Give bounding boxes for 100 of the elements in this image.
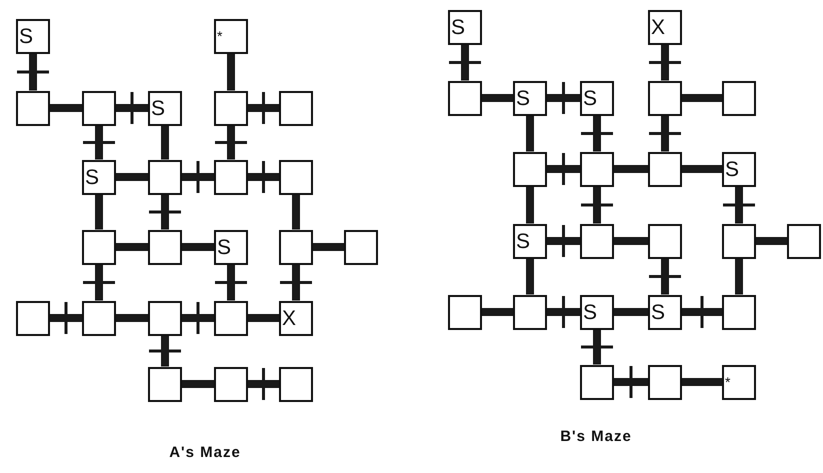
cell-mark: X bbox=[651, 16, 666, 38]
corridor bbox=[116, 173, 148, 181]
cell-mark: S bbox=[451, 16, 466, 38]
maze-caption: A's Maze bbox=[169, 444, 241, 461]
corridor bbox=[248, 161, 279, 193]
cell-mark: S bbox=[217, 236, 232, 258]
maze-cell bbox=[722, 224, 756, 258]
corridor bbox=[248, 314, 279, 322]
corridor bbox=[449, 44, 481, 80]
corridor bbox=[649, 258, 681, 294]
corridor bbox=[614, 366, 648, 398]
maze-cell bbox=[214, 230, 248, 264]
maze-cell bbox=[148, 160, 182, 194]
corridor bbox=[227, 54, 235, 90]
cell-mark: S bbox=[85, 166, 100, 188]
maze-cell bbox=[513, 80, 547, 116]
maze-cell bbox=[344, 230, 378, 264]
maze-cell bbox=[580, 224, 614, 258]
maze-cell bbox=[648, 80, 682, 116]
corridor bbox=[482, 308, 513, 316]
maze-cell bbox=[787, 224, 821, 258]
corridor bbox=[95, 194, 103, 230]
corridor bbox=[526, 186, 534, 224]
maze-cell bbox=[16, 18, 50, 54]
corridor bbox=[50, 104, 82, 112]
corridor bbox=[547, 225, 580, 257]
corridor bbox=[182, 302, 214, 334]
cell-mark: S bbox=[151, 98, 166, 118]
maze-cell bbox=[513, 224, 547, 258]
maze-cell bbox=[214, 160, 248, 194]
maze-cell bbox=[214, 90, 248, 126]
maze-cell bbox=[513, 152, 547, 186]
maze-cell bbox=[448, 10, 482, 44]
maze-cell bbox=[279, 230, 313, 264]
corridor bbox=[547, 82, 580, 114]
maze-cell bbox=[580, 80, 614, 116]
maze-cell bbox=[16, 90, 50, 126]
maze-caption: B's Maze bbox=[560, 428, 632, 445]
maze-cell bbox=[722, 364, 756, 400]
maze-cell bbox=[722, 80, 756, 116]
corridor bbox=[682, 94, 722, 102]
corridor bbox=[526, 116, 534, 152]
corridor bbox=[682, 378, 722, 386]
maze-cell bbox=[513, 294, 547, 330]
corridor bbox=[215, 264, 247, 300]
corridor bbox=[149, 336, 181, 366]
corridor bbox=[735, 258, 743, 294]
cell-mark: S bbox=[583, 302, 598, 322]
cell-mark: X bbox=[282, 308, 296, 328]
maze-cell bbox=[448, 80, 482, 116]
maze-cell bbox=[448, 294, 482, 330]
cell-mark: S bbox=[19, 26, 34, 46]
cell-mark: S bbox=[725, 158, 740, 180]
corridor bbox=[182, 380, 214, 388]
maze-cell bbox=[148, 366, 182, 402]
corridor bbox=[182, 161, 214, 193]
maze-cell bbox=[648, 152, 682, 186]
corridor bbox=[116, 314, 148, 322]
corridor bbox=[649, 116, 681, 152]
corridor bbox=[248, 92, 279, 124]
corridor bbox=[614, 165, 648, 173]
corridor bbox=[614, 308, 648, 316]
maze-cell bbox=[648, 364, 682, 400]
corridor bbox=[581, 330, 613, 364]
maze-cell bbox=[648, 294, 682, 330]
maze-cell bbox=[82, 160, 116, 194]
corridor bbox=[17, 54, 49, 90]
corridor bbox=[756, 237, 787, 245]
maze-cell bbox=[580, 364, 614, 400]
maze-cell bbox=[148, 300, 182, 336]
corridor bbox=[581, 116, 613, 152]
maze-cell bbox=[148, 230, 182, 264]
maze-cell bbox=[722, 294, 756, 330]
corridor bbox=[83, 264, 115, 300]
corridor bbox=[614, 237, 648, 245]
maze-cell bbox=[82, 230, 116, 264]
corridor bbox=[116, 243, 148, 251]
cell-mark: S bbox=[516, 230, 530, 252]
corridor bbox=[161, 126, 169, 160]
maze-cell bbox=[214, 18, 248, 54]
corridor bbox=[313, 243, 344, 251]
corridor bbox=[682, 296, 722, 328]
cell-mark: * bbox=[725, 375, 730, 389]
corridor bbox=[547, 296, 580, 328]
maze-cell bbox=[279, 160, 313, 194]
corridor bbox=[581, 186, 613, 224]
maze-cell bbox=[580, 152, 614, 186]
maze-cell bbox=[722, 152, 756, 186]
cell-mark: S bbox=[583, 88, 598, 108]
corridor bbox=[682, 165, 722, 173]
maze-cell bbox=[16, 300, 50, 336]
corridor bbox=[182, 243, 214, 251]
corridor bbox=[723, 186, 755, 224]
maze-cell bbox=[279, 300, 313, 336]
maze-cell bbox=[82, 300, 116, 336]
corridor bbox=[526, 258, 534, 294]
cell-mark: * bbox=[217, 29, 222, 43]
corridor bbox=[482, 94, 513, 102]
corridor bbox=[50, 302, 82, 334]
maze-cell bbox=[214, 366, 248, 402]
